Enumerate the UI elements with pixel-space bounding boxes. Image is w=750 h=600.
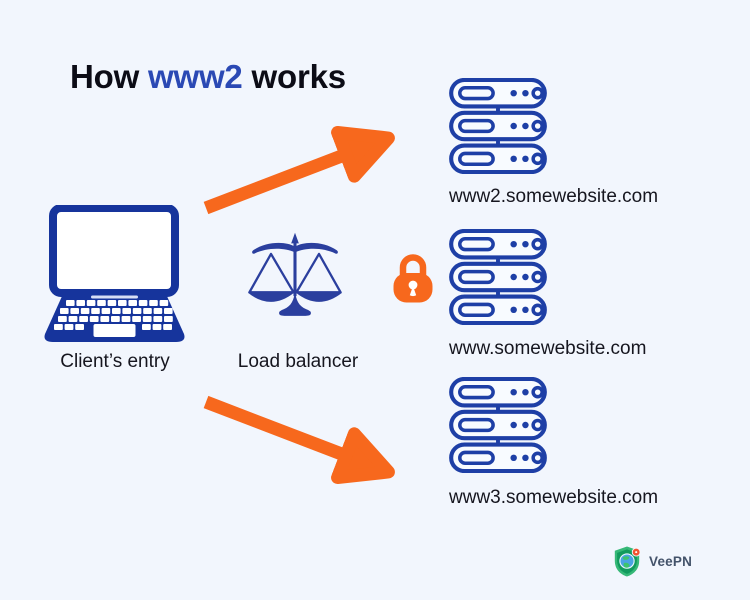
server-www2-label: www2.somewebsite.com	[449, 186, 659, 207]
client-entry-label: Client’s entry	[60, 351, 170, 372]
brand-logo: VeePN	[612, 545, 692, 578]
title-highlight: www2	[148, 58, 243, 95]
server-www3-label: www3.somewebsite.com	[449, 487, 659, 508]
laptop-icon	[44, 205, 185, 342]
title-prefix: How	[70, 58, 149, 95]
scales-icon	[247, 232, 343, 316]
lock-icon	[393, 254, 433, 303]
brand-name: VeePN	[649, 554, 693, 569]
server-stack-icon	[449, 78, 547, 174]
page-title: How www2 works	[70, 58, 346, 96]
server-www-label: www.somewebsite.com	[449, 338, 647, 359]
load-balancer-label: Load balancer	[237, 351, 359, 372]
arrow-to-www3-icon	[203, 395, 395, 485]
server-stack-icon	[449, 377, 547, 473]
title-suffix: works	[242, 58, 347, 95]
server-stack-icon	[449, 229, 547, 325]
arrow-to-www2-icon	[203, 125, 395, 215]
shield-globe-icon	[614, 546, 641, 577]
